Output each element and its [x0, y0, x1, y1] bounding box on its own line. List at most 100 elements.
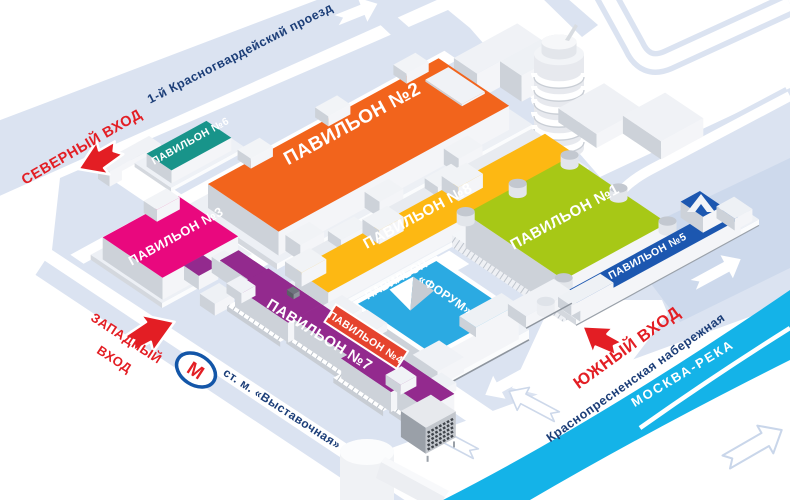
building-face [533, 76, 585, 89]
building-face [406, 61, 429, 84]
building-face [609, 183, 628, 193]
building-face [362, 219, 380, 245]
road-arrow-north [334, 0, 378, 26]
building-face [716, 196, 753, 219]
building-face [443, 135, 483, 159]
building-face [294, 319, 348, 375]
river-bank-arrow [721, 424, 783, 470]
building-face [622, 92, 704, 142]
north-entrance-arrow [77, 140, 125, 176]
building-face [508, 178, 527, 189]
building-face [301, 259, 327, 287]
building-face [208, 58, 510, 232]
building-face [500, 61, 522, 102]
building-face [278, 105, 510, 256]
south-entrance-arrow [580, 324, 624, 357]
building-face [389, 276, 414, 311]
esplanade-arrow-7 [690, 255, 741, 290]
building-face [441, 176, 459, 202]
building-face [507, 303, 527, 329]
metro-sign[interactable]: М [170, 346, 222, 394]
building-face [328, 104, 351, 127]
building-face [680, 201, 703, 233]
building-face [427, 425, 455, 443]
building-face [143, 188, 180, 210]
building-face [227, 306, 281, 347]
river-inner-stripe [638, 326, 790, 430]
building-face [333, 377, 384, 417]
building-face [171, 147, 245, 192]
building-face [315, 95, 351, 117]
building-face [241, 285, 256, 304]
building-face [340, 439, 394, 465]
building-face [531, 85, 587, 101]
building-face [425, 372, 457, 392]
building-face [536, 296, 555, 307]
building-face [98, 136, 161, 172]
building-face [174, 351, 218, 389]
building-face [102, 196, 239, 278]
building-face [327, 216, 368, 240]
river-moskva [443, 290, 790, 500]
cylinder [508, 178, 527, 199]
building-face [558, 273, 614, 306]
building-face [327, 230, 342, 250]
building-face [716, 206, 735, 231]
building-face [410, 276, 434, 311]
building-face [376, 462, 445, 500]
building-face [453, 23, 541, 74]
building-face [208, 184, 279, 256]
pavilion-7[interactable] [220, 250, 455, 434]
building-face [315, 107, 329, 127]
building-face [427, 429, 455, 447]
round-tower-building [531, 24, 587, 160]
building-face [250, 146, 273, 169]
pavilion-2[interactable] [189, 52, 533, 270]
building-face [400, 376, 417, 395]
building-face [558, 296, 572, 316]
cylinder [609, 183, 628, 203]
esplanade-arrow-4 [508, 386, 561, 423]
building-face [226, 275, 256, 294]
building-face [102, 237, 163, 300]
building-face [285, 234, 301, 261]
building-face [235, 286, 289, 343]
building-face [687, 194, 715, 212]
esplanade-arrow-2 [485, 364, 536, 399]
building-face [456, 207, 475, 217]
building-face [146, 120, 232, 171]
south-entrance-plaza [512, 300, 668, 400]
building-face [425, 67, 485, 105]
building-face [476, 304, 519, 338]
west-entrance-gate [199, 283, 235, 316]
building-face [385, 366, 417, 385]
service-building-east [558, 83, 704, 160]
cylinder [658, 216, 677, 236]
pavilion-3[interactable] [90, 188, 252, 308]
building-face [286, 286, 300, 295]
building-face [459, 316, 476, 338]
building-face [237, 137, 273, 159]
pavilion-6[interactable] [134, 120, 245, 192]
building-face [323, 302, 410, 371]
building-face [146, 153, 172, 184]
building-face [424, 178, 438, 198]
building-face [220, 250, 269, 281]
building-face [237, 149, 251, 169]
building-face [565, 24, 578, 41]
building-face [379, 217, 404, 245]
building-face [425, 79, 462, 107]
building-face [285, 248, 327, 273]
building-face [199, 283, 235, 304]
cylinder [456, 207, 475, 227]
building-face [458, 173, 483, 202]
building-face [184, 255, 219, 276]
building-face [400, 394, 456, 428]
road-loop-center [601, 0, 790, 70]
south-entrance-gate [459, 224, 760, 338]
building-face [658, 216, 677, 226]
building-face [533, 89, 585, 102]
building-face [364, 178, 404, 202]
building-face [580, 218, 741, 322]
building-face [226, 283, 242, 304]
